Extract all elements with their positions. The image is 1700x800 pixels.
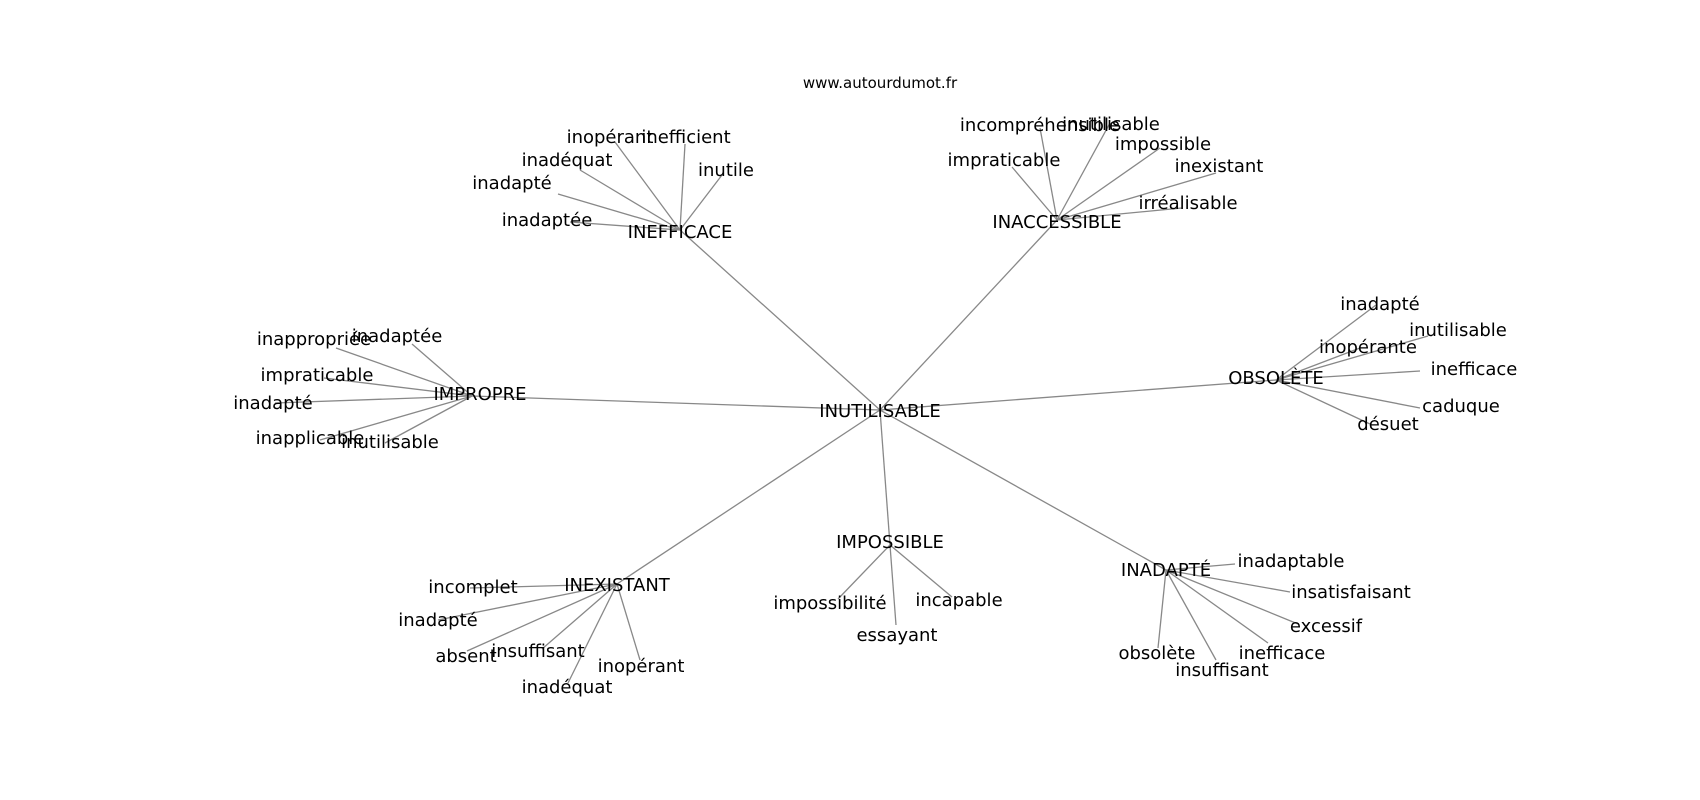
word-node-label: incompréhensible	[960, 115, 1120, 136]
word-node-label: incomplet	[428, 577, 517, 598]
hub-node-label: IMPOSSIBLE	[836, 532, 944, 553]
edge-hub-word	[274, 395, 473, 404]
center-node-label: INUTILISABLE	[819, 401, 940, 422]
edge-center-hub	[471, 395, 881, 411]
word-node-label: impraticable	[261, 365, 374, 386]
hub-node-label: INEFFICACE	[628, 222, 733, 243]
edge-hub-word	[411, 343, 473, 397]
word-node-label: inutile	[698, 160, 754, 181]
edge-center-hub	[879, 379, 1277, 411]
edge-hub-word	[335, 347, 473, 397]
word-node-label: inadéquat	[522, 677, 613, 698]
word-node-label: impraticable	[948, 150, 1061, 171]
word-node-label: inadéquat	[522, 150, 613, 171]
word-node-label: incapable	[915, 590, 1002, 611]
edge-hub-word	[1165, 569, 1291, 593]
edge-hub-word	[1275, 370, 1421, 381]
edge-hub-word	[1056, 207, 1183, 221]
hub-node-label: INADAPTÉ	[1121, 559, 1211, 581]
edge-hub-word	[579, 169, 681, 231]
word-node-label: impossibilité	[773, 593, 886, 614]
hub-node-label: IMPROPRE	[433, 384, 526, 405]
edge-hub-word	[1275, 347, 1361, 381]
word-node-label: inopérant	[567, 127, 654, 148]
edge-hub-word	[1165, 569, 1269, 644]
edge-hub-word	[569, 221, 681, 231]
word-node-label: inopérante	[1319, 337, 1417, 358]
word-node-label: caduque	[1422, 396, 1500, 417]
word-node-label: inadapté	[233, 393, 312, 414]
word-node-label: inadaptée	[502, 210, 593, 231]
word-node-label: inadapté	[472, 173, 551, 194]
word-node-label: inadapté	[398, 610, 477, 631]
edge-center-hub	[879, 219, 1058, 411]
word-node-label: inappropriée	[257, 329, 371, 350]
word-node-label: essayant	[856, 625, 937, 646]
watermark: www.autourdumot.fr	[803, 74, 958, 92]
word-node-label: désuet	[1357, 414, 1418, 435]
word-node-label: inadaptée	[352, 326, 443, 347]
word-node-label: insuffisant	[1175, 660, 1268, 681]
word-node-label: inadaptable	[1238, 551, 1345, 572]
edge-hub-word	[1056, 172, 1217, 221]
edge-hub-word	[1056, 122, 1111, 221]
edge-hub-word	[319, 395, 473, 441]
word-node-label: inutilisable	[1062, 114, 1160, 135]
edge-hub-word	[384, 395, 473, 444]
edge-hub-word	[1039, 127, 1058, 221]
word-node-label: inefficace	[1431, 359, 1518, 380]
edge-hub-word	[466, 583, 618, 652]
edge-hub-word	[889, 544, 897, 626]
hub-node-label: INACCESSIBLE	[992, 212, 1121, 233]
edge-hub-word	[1165, 569, 1299, 625]
edge-hub-word	[614, 141, 681, 231]
edge-hub-word	[557, 193, 681, 231]
hub-node-label: INEXISTANT	[564, 575, 671, 596]
word-node-label: impossible	[1115, 134, 1211, 155]
edge-hub-word	[616, 583, 641, 661]
edge-hub-word	[1275, 335, 1429, 381]
edge-hub-word	[469, 583, 618, 589]
edge-center-hub	[679, 229, 881, 411]
edge-hub-word	[323, 377, 473, 397]
edge-hub-word	[1157, 569, 1167, 649]
word-node-label: obsolète	[1118, 643, 1195, 664]
edge-center-hub	[879, 409, 891, 546]
edge-hub-word	[541, 583, 618, 650]
word-node-label: inapplicable	[256, 428, 365, 449]
word-node-label: inadapté	[1340, 294, 1419, 315]
word-node-label: inopérant	[598, 656, 685, 677]
word-node-label: insuffisant	[491, 641, 584, 662]
edge-hub-word	[1011, 166, 1058, 221]
word-node-label: absent	[435, 646, 496, 667]
edge-hub-word	[1165, 563, 1236, 571]
word-node-label: inefficace	[1239, 643, 1326, 664]
edge-hub-word	[1165, 569, 1217, 661]
word-node-label: inefficient	[641, 127, 730, 148]
edge-hub-word	[679, 143, 686, 231]
edge-center-hub	[879, 409, 1167, 571]
edge-hub-word	[567, 583, 618, 684]
edge-hub-word	[1056, 147, 1161, 221]
word-node-label: insatisfaisant	[1291, 582, 1411, 603]
word-node-label: irréalisable	[1138, 193, 1237, 214]
edges-layer	[274, 122, 1429, 684]
edge-hub-word	[889, 544, 953, 598]
word-node-label: inexistant	[1175, 156, 1264, 177]
edge-hub-word	[1275, 379, 1421, 409]
hub-node-label: OBSOLÈTE	[1228, 367, 1324, 389]
edge-hub-word	[679, 174, 723, 231]
edge-hub-word	[437, 583, 618, 621]
labels-layer: INUTILISABLEINEFFICACEinopérantinefficie…	[233, 114, 1517, 698]
edge-hub-word	[1275, 304, 1377, 381]
edge-center-hub	[616, 409, 881, 585]
word-node-label: inutilisable	[341, 432, 439, 453]
edge-hub-word	[1275, 379, 1371, 425]
word-node-label: inutilisable	[1409, 320, 1507, 341]
word-node-label: excessif	[1290, 616, 1363, 637]
edge-hub-word	[837, 544, 891, 600]
